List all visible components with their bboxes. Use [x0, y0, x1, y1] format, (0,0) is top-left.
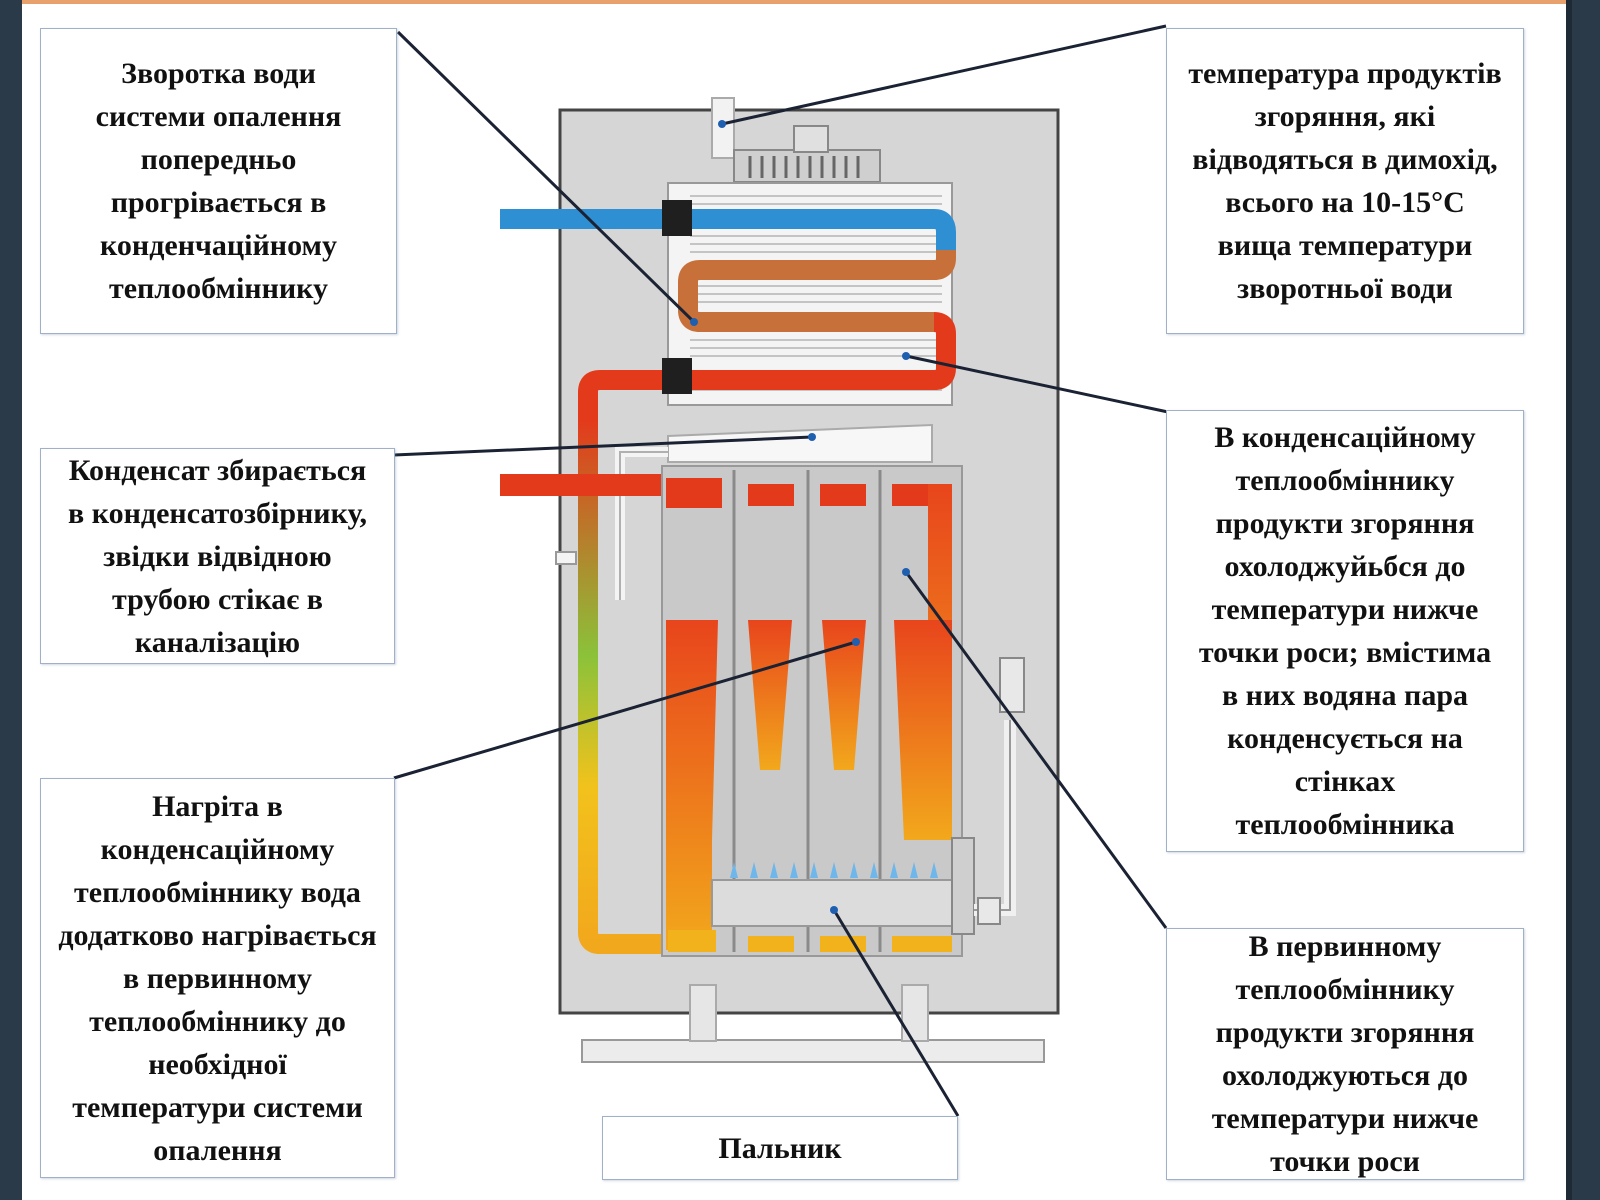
- callout-heated-water-text: Нагріта в конденсаційному теплообміннику…: [58, 789, 377, 1167]
- callout-condensate: Конденсат збирається в конденсатозбірник…: [40, 448, 395, 664]
- manifold-segment-2: [748, 484, 794, 506]
- fan-motor: [793, 125, 829, 153]
- flow-pipe-outlet: [500, 474, 674, 496]
- flame-column-4: [894, 620, 952, 840]
- flue-pipe: [711, 97, 735, 159]
- callout-return-water: Зворотка води системи опалення попереднь…: [40, 28, 397, 334]
- lower-channel-1: [668, 930, 716, 952]
- condensate-drain-pipe-outline: [619, 451, 668, 600]
- riser-pipe: [578, 420, 668, 954]
- leader-condensate: [393, 435, 813, 457]
- slide: Зворотка води системи опалення попереднь…: [22, 0, 1570, 1200]
- leader-lines: [393, 24, 1169, 1117]
- top-accent-bar: [22, 0, 1570, 4]
- right-edge-bar: [1566, 0, 1572, 1200]
- cold-return-pipe: [500, 209, 956, 250]
- manifold-segment-1: [666, 478, 722, 508]
- callout-burner: Пальник: [602, 1116, 958, 1180]
- lower-channel-4: [892, 936, 952, 952]
- base-plate: [581, 1039, 1045, 1063]
- callout-condensing-hx-text: В конденсаційному теплообміннику продукт…: [1198, 421, 1492, 841]
- leader-return-water: [396, 30, 696, 324]
- support-leg-left: [689, 984, 717, 1042]
- gas-fitting: [999, 657, 1025, 713]
- callout-heated-water: Нагріта в конденсаційному теплообміннику…: [40, 778, 395, 1178]
- lower-channel-3: [820, 936, 866, 952]
- callout-burner-text: Пальник: [718, 1131, 842, 1165]
- callout-return-water-text: Зворотка води системи опалення попереднь…: [95, 57, 342, 305]
- hot-coil: [578, 312, 956, 420]
- drain-outlet: [555, 551, 577, 565]
- lower-channel-2: [748, 936, 794, 952]
- burner: [711, 879, 953, 927]
- support-leg-right: [901, 984, 929, 1042]
- coil-connector-bottom: [662, 358, 692, 394]
- callout-primary-hx: В первинному теплообміннику продукти зго…: [1166, 928, 1524, 1180]
- callout-primary-hx-text: В первинному теплообміннику продукти зго…: [1211, 930, 1479, 1178]
- flame-column-3: [822, 620, 866, 770]
- leader-burner: [832, 909, 960, 1117]
- callout-condensate-text: Конденсат збирається в конденсатозбірник…: [68, 453, 367, 659]
- gas-union: [977, 897, 1001, 925]
- boiler-diagram: [393, 24, 1169, 1117]
- flame-column-2: [748, 620, 792, 770]
- leader-flue-temp: [721, 24, 1167, 126]
- gas-valve: [951, 837, 975, 935]
- flame-column-1: [666, 620, 718, 950]
- coil-connector-top: [662, 200, 692, 236]
- leader-condensing-hx: [905, 354, 1169, 414]
- burner-flames: [730, 862, 938, 878]
- callout-condensing-hx: В конденсаційному теплообміннику продукт…: [1166, 410, 1524, 852]
- callout-flue-temp-text: температура продуктів згоряння, які відв…: [1188, 57, 1502, 305]
- leader-heated-water: [393, 640, 857, 780]
- manifold-segment-3: [820, 484, 866, 506]
- leader-dots: [690, 120, 910, 914]
- leader-primary-hx: [904, 571, 1168, 929]
- fan-grille: [748, 156, 860, 178]
- callout-flue-temp: температура продуктів згоряння, які відв…: [1166, 28, 1524, 334]
